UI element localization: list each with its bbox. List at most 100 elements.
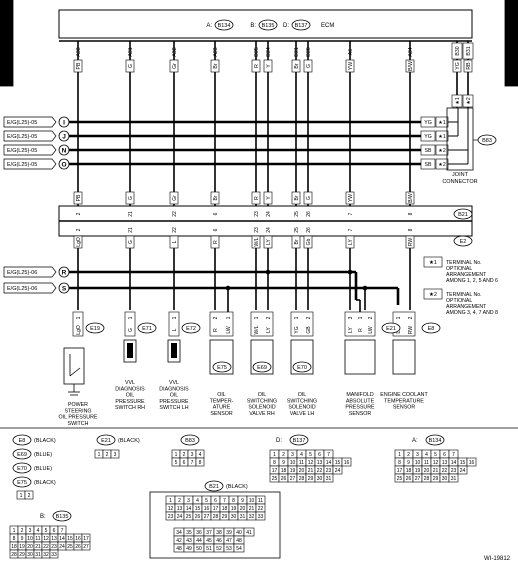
component-name: VVL [169,380,179,386]
wire-color-lower: Gb [306,238,312,245]
conn-b-pin: 1 [13,528,16,534]
conn-b-pin: 4 [37,528,40,534]
ext-ref-letter: R [62,269,67,276]
conn-a-pin: 18 [406,468,412,474]
wire-color-lower: L [172,240,178,243]
e2-pin: 7 [348,228,354,231]
conn-d-pin: 22 [317,468,323,474]
conn-d-pin: 10 [290,460,296,466]
wire-color-lower: LY [266,238,272,244]
conn-b21-pin: 33 [258,514,264,520]
conn-a-pin: 13 [442,460,448,466]
conn-b-pin: 29 [19,552,25,558]
ecm-connector-tag-outline [214,19,234,31]
conn-face-tag-outline [96,434,116,446]
wire-color-b21: Gr [172,195,178,201]
conn-d-pin: 12 [308,460,314,466]
conn-b21-pin: 20 [240,506,246,512]
conn-b21-pin: 14 [186,506,192,512]
component-pin-box [124,311,136,337]
wire-color-lower: LY [348,238,354,244]
conn-b21-pin: 23 [168,514,174,520]
conn-face-prefix: A: [412,438,418,444]
conn-b21-pin: 44 [196,538,202,544]
conn-a-pin: 31 [451,476,457,482]
component-name: PRESSURE [115,399,145,405]
wire-color-box [452,59,462,73]
conn-b21-pin: 35 [186,530,192,536]
e2-pin: 22 [172,227,178,233]
conn-b-pin: 19 [19,544,25,550]
sensor-body [344,339,376,375]
conn-b-pin: 31 [35,552,41,558]
component-name: OIL PRESSURE [59,415,98,421]
legend-text: TERMINAL No. [446,260,482,266]
component-connector [209,311,234,337]
conn-d-pin: 9 [282,460,285,466]
conn-b21-pin: 5 [205,498,208,504]
conn-b-pin: 21 [35,544,41,550]
component-tag: E72 [186,326,196,332]
wire-color-box [263,191,273,205]
component-pin-color: LgO [76,325,82,335]
conn-b-pin: 20 [27,544,33,550]
wire-color-box [251,59,261,73]
conn-b-pin: 6 [53,528,56,534]
conn-b-pin: 26 [75,544,81,550]
jc-wire-color: YG [424,134,432,140]
component-name: SENSOR [393,405,416,411]
e2-pin: 23 [254,227,260,233]
component-pin: 1 [396,316,402,319]
ecm-label: ECM [321,23,334,29]
conn-b83-pin: 7 [191,460,194,466]
wire-color-box [303,191,313,205]
conn-b-pin: 24 [59,544,65,550]
wire-color-box [291,59,301,73]
conn-b21-pin: 22 [258,506,264,512]
conn-d-pin: 6 [318,452,321,458]
ecm-pin: D21 [294,47,300,57]
conn-face-tag-outline [289,434,309,446]
conn-b21-pin: 12 [168,506,174,512]
ecm-pin: B30 [455,46,461,55]
wire-color-box [210,59,220,73]
component-pin-color: W/L [254,325,260,334]
conn-a-pin: 12 [433,460,439,466]
component-pin: 2 [368,316,374,319]
e2-pin: 25 [294,227,300,233]
component-tag: E75 [217,365,227,371]
legend-mark-box [423,288,443,300]
conn-face-tag: B134 [429,438,442,444]
conn-b21-pin: 2 [178,498,181,504]
component-name: POWER [68,402,88,408]
conn-a-pin: 21 [433,468,439,474]
ext-ref: E/G(L25)-05 [7,162,37,168]
page-tab-right-label: E/G(L25)-08 [507,22,516,64]
e2-pin: 6 [213,228,219,231]
conn-a-pin: 24 [460,468,466,474]
component-connector [250,311,274,337]
conn-b21-pin: 3 [187,498,190,504]
component-pin: 2 [408,316,414,319]
conn-d-pin: 30 [317,476,323,482]
conn-b83-pin: 1 [175,452,178,458]
wire-color-box [291,191,301,205]
component-name: SWITCH [68,421,89,427]
conn-b21-pin: 39 [226,530,232,536]
conn-b21-pin: 19 [231,506,237,512]
wire-color-box [251,191,261,205]
conn-a-pin: 17 [397,468,403,474]
conn-b83-pin: 3 [191,452,194,458]
ecm-pin: D20 [306,47,312,57]
wire-color-b21: Br [213,195,219,200]
ext-ref-arrow [3,144,57,156]
component-pin: 1 [358,316,364,319]
conn-face-tag-outline [12,448,32,460]
conn-d-pin: 28 [299,476,305,482]
wire-color: Gr [172,63,178,69]
jc-pin: ★2 [438,162,446,168]
legend-text: ARRANGEMENT [446,272,487,278]
conn-b21-pin: 46 [216,538,222,544]
conn-b-pin: 27 [83,544,89,550]
